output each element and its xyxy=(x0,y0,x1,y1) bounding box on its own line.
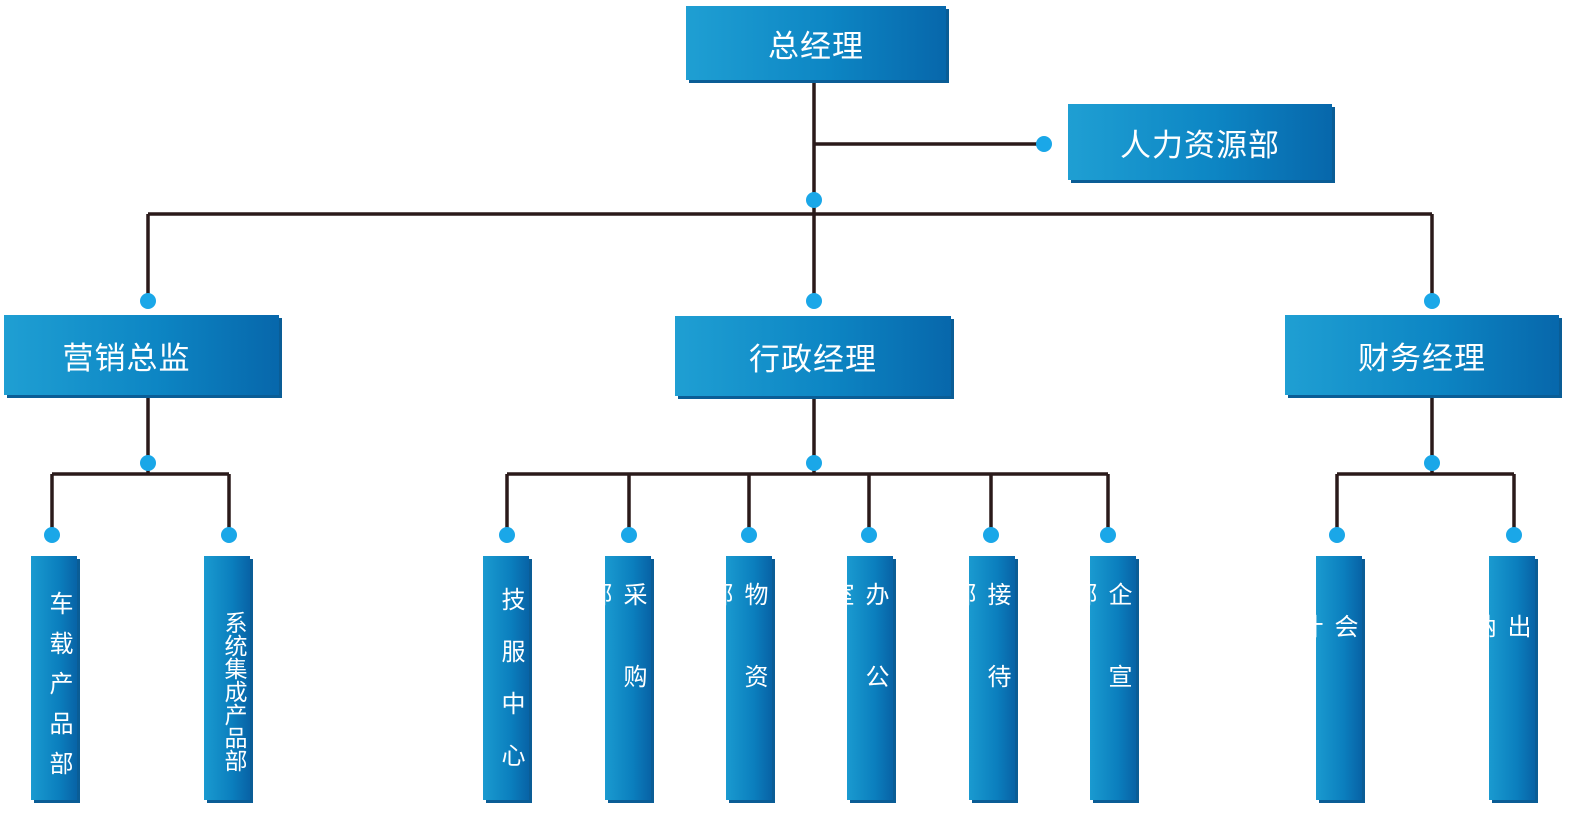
connector-dot xyxy=(44,527,60,543)
connector-dot xyxy=(1424,293,1440,309)
office-box: 办公室 xyxy=(826,556,893,800)
connector-dot xyxy=(1506,527,1522,543)
connector-dot xyxy=(1100,527,1116,543)
system-integration-box: 系统集成产品部 xyxy=(204,556,250,800)
enterprise-pr-box: 企宣部 xyxy=(1069,556,1136,800)
connector-dot xyxy=(806,192,822,208)
connector-dot xyxy=(983,527,999,543)
connector-dot xyxy=(140,293,156,309)
cashier-box: 出纳 xyxy=(1468,556,1535,800)
sales-director-box: 营销总监 xyxy=(4,315,279,395)
reception-box: 接待部 xyxy=(948,556,1015,800)
connector-dot xyxy=(741,527,757,543)
connector-dot xyxy=(861,527,877,543)
ceo-box: 总经理 xyxy=(686,6,946,80)
admin-manager-box: 行政经理 xyxy=(675,316,951,396)
connector-dot xyxy=(140,455,156,471)
accounting-box: 会计 xyxy=(1295,556,1362,800)
purchasing-box: 采购部 xyxy=(584,556,651,800)
connector-dot xyxy=(221,527,237,543)
connector-dot xyxy=(621,527,637,543)
car-products-box: 车载产品部 xyxy=(31,556,77,800)
hr-box: 人力资源部 xyxy=(1068,104,1332,180)
materials-box: 物资部 xyxy=(705,556,772,800)
connector-dot xyxy=(806,455,822,471)
connector-dot xyxy=(1329,527,1345,543)
connector-dot xyxy=(499,527,515,543)
connector-dot xyxy=(1424,455,1440,471)
connector-dot xyxy=(806,293,822,309)
tech-service-box: 技服中心 xyxy=(483,556,529,800)
connector-dot xyxy=(1036,136,1052,152)
finance-manager-box: 财务经理 xyxy=(1285,315,1559,395)
